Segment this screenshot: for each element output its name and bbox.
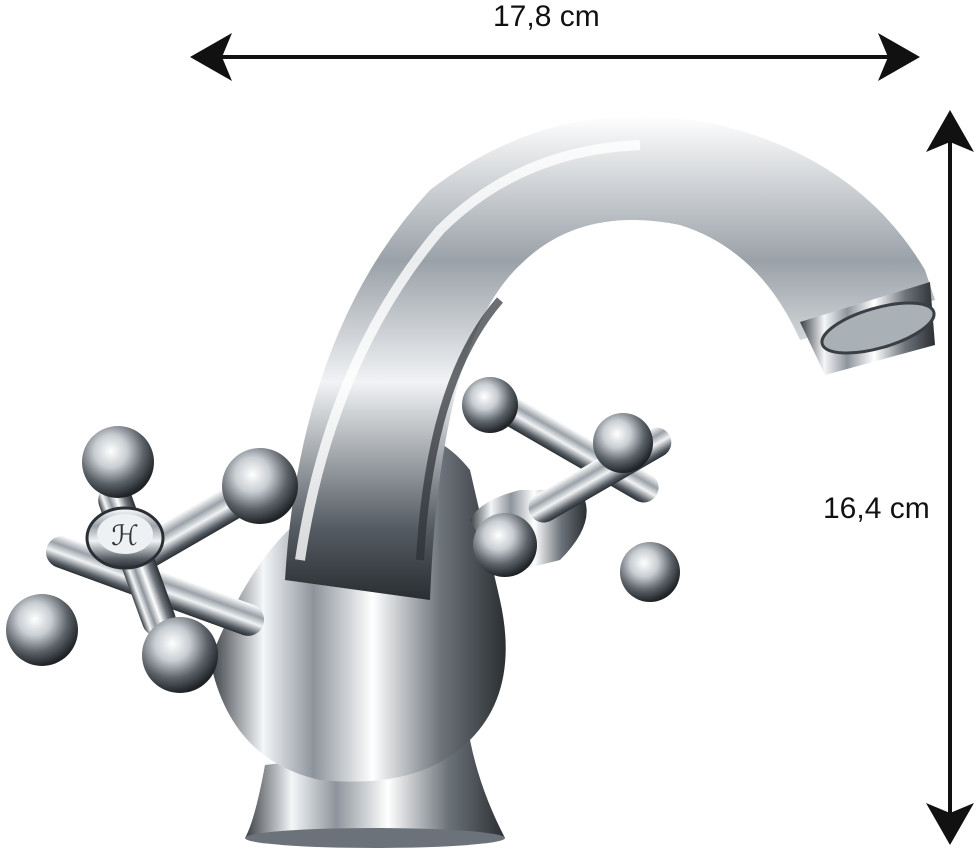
faucet-aerator <box>800 282 936 375</box>
right-cross-handle <box>462 377 680 602</box>
height-dimension-label: 16,4 cm <box>823 492 930 525</box>
faucet-spout <box>285 115 935 600</box>
height-dimension-arrow <box>926 110 974 845</box>
width-dimension-arrow <box>190 33 920 81</box>
svg-text:ℋ: ℋ <box>111 519 139 552</box>
width-dimension-label: 17,8 cm <box>493 0 600 33</box>
left-cross-handle: ℋ <box>6 426 298 693</box>
